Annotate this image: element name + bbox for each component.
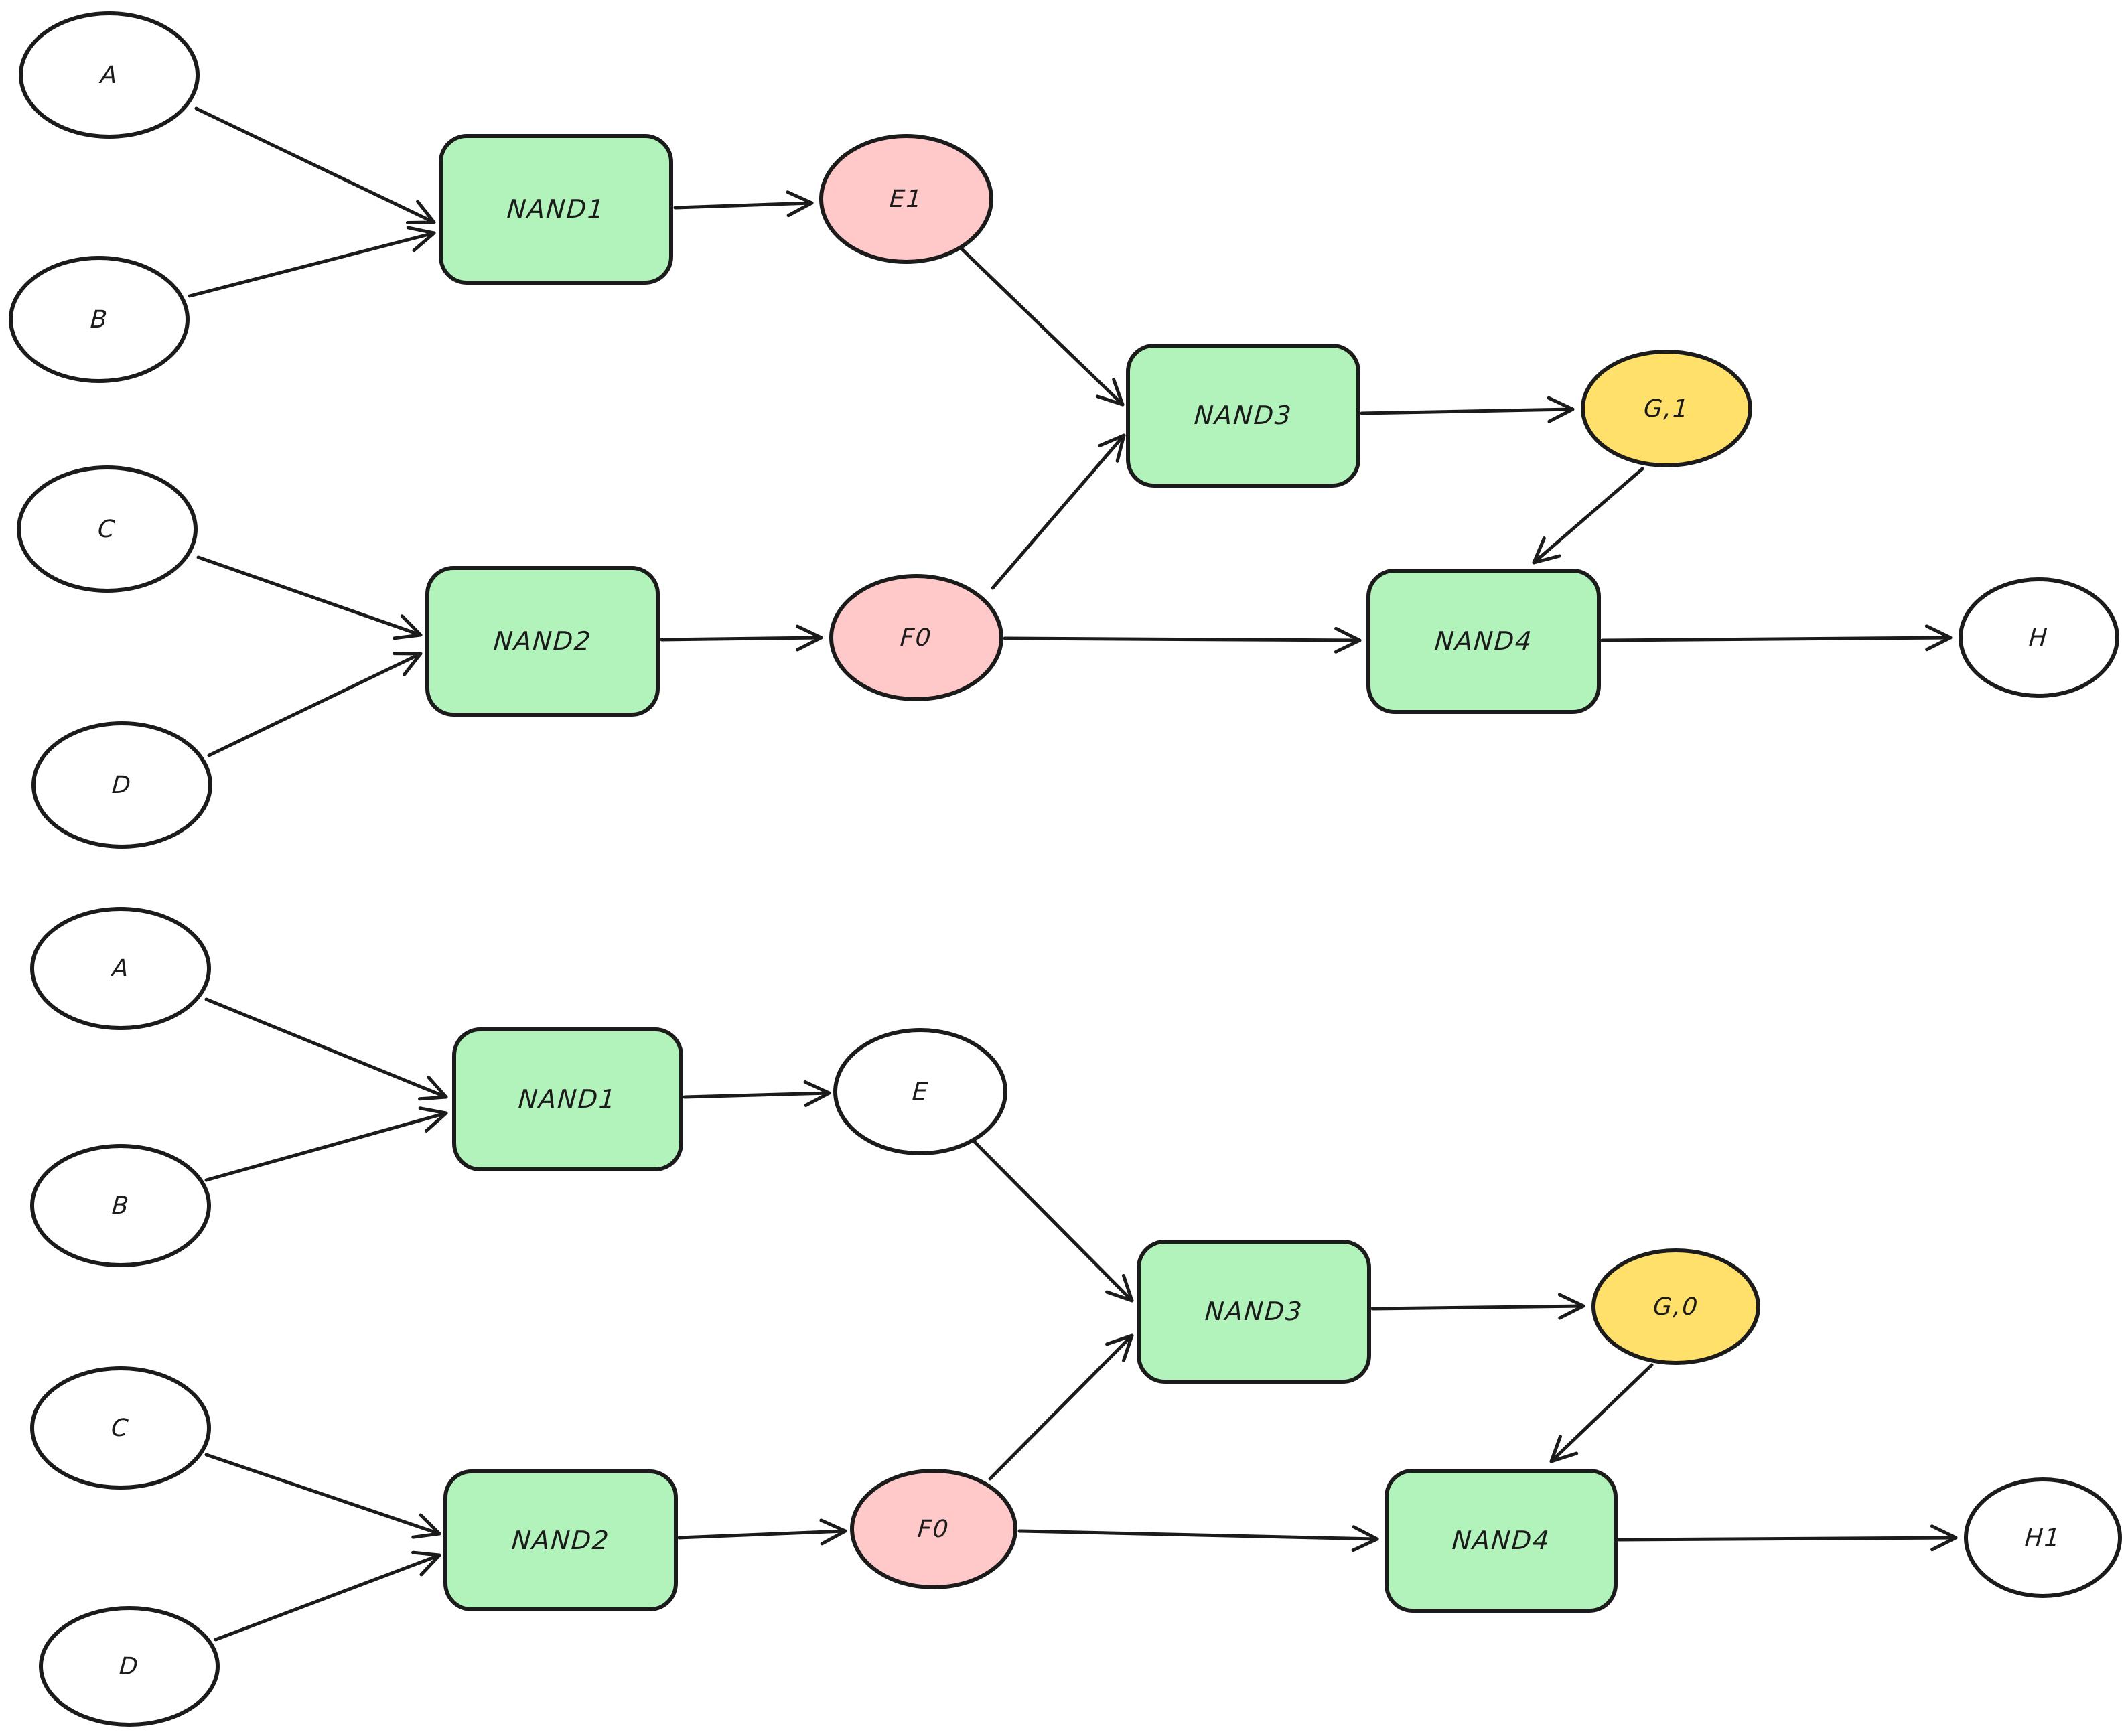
node-t-nand4: NAND4: [1366, 568, 1601, 714]
node-t-b: B: [9, 256, 190, 383]
edge-bottom-b-to-nand1: [204, 1106, 448, 1182]
edge-bottom-f0-to-nand4: [1017, 1525, 1379, 1552]
node-t-nand2: NAND2: [425, 565, 660, 717]
node-t-d: D: [31, 721, 212, 849]
node-t-f0: F0: [829, 574, 1003, 701]
node-label: NAND3: [1193, 401, 1293, 430]
node-label: NAND4: [1451, 1526, 1551, 1555]
node-label: C: [110, 1414, 131, 1442]
edge-bottom-nand4-to-h1: [1617, 1524, 1958, 1552]
edge-bottom-d-to-nand2: [214, 1550, 441, 1642]
edge-top-g1-to-nand4: [1532, 467, 1644, 565]
node-t-e1: E1: [819, 134, 993, 264]
node-label: F0: [899, 624, 934, 652]
node-label: F0: [916, 1515, 951, 1543]
node-t-nand3: NAND3: [1126, 343, 1360, 488]
node-label: NAND1: [506, 194, 606, 224]
node-t-a: A: [19, 11, 200, 139]
node-b-nand2: NAND2: [443, 1469, 678, 1611]
edge-bottom-g0-to-nand4: [1549, 1363, 1654, 1463]
edge-bottom-a-to-nand1: [204, 997, 448, 1101]
node-label: H1: [2024, 1524, 2062, 1552]
node-t-g1: G,1: [1581, 350, 1752, 467]
node-label: A: [111, 954, 131, 983]
edge-top-nand1-to-e1: [673, 190, 814, 218]
node-label: H: [2028, 624, 2050, 652]
node-b-nand4: NAND4: [1385, 1468, 1618, 1613]
node-b-g0: G,0: [1591, 1248, 1760, 1365]
node-label: A: [99, 61, 119, 89]
edge-top-f0-to-nand4: [1003, 626, 1362, 654]
node-b-f0: F0: [850, 1469, 1017, 1589]
node-label: G,1: [1642, 394, 1691, 423]
edge-top-b-to-nand1: [188, 226, 436, 298]
node-b-h1: H1: [1964, 1477, 2122, 1598]
node-label: D: [111, 771, 133, 799]
edge-top-c-to-nand2: [196, 555, 423, 640]
node-label: E1: [888, 185, 924, 213]
node-b-b: B: [30, 1144, 211, 1267]
edge-bottom-nand2-to-f0: [677, 1518, 847, 1546]
node-b-nand3: NAND3: [1137, 1239, 1371, 1384]
edge-top-nand3-to-g1: [1360, 396, 1575, 423]
node-t-nand1: NAND1: [439, 133, 673, 285]
node-b-nand1: NAND1: [451, 1027, 683, 1171]
edge-bottom-e-to-nand3: [971, 1138, 1134, 1303]
node-label: NAND3: [1204, 1297, 1304, 1326]
node-label: NAND4: [1433, 626, 1534, 656]
edge-top-f0-to-nand3: [991, 433, 1126, 590]
edge-top-d-to-nand2: [207, 652, 423, 757]
node-label: G,0: [1652, 1293, 1700, 1321]
edge-top-nand4-to-h: [1600, 624, 1953, 652]
edge-top-a-to-nand1: [194, 106, 436, 224]
node-label: E: [911, 1078, 930, 1106]
node-label: NAND2: [492, 626, 593, 656]
edge-bottom-nand1-to-e: [683, 1080, 831, 1107]
edge-bottom-f0-to-nand3: [988, 1333, 1134, 1481]
edge-bottom-nand3-to-g0: [1370, 1293, 1585, 1320]
node-label: C: [96, 515, 117, 543]
node-t-h: H: [1959, 577, 2119, 698]
node-label: NAND2: [510, 1526, 611, 1555]
edge-bottom-c-to-nand2: [204, 1453, 441, 1539]
node-b-d: D: [39, 1606, 220, 1727]
node-b-c: C: [30, 1366, 211, 1490]
node-t-c: C: [17, 465, 198, 593]
node-label: B: [89, 305, 109, 334]
node-label: B: [111, 1191, 131, 1220]
node-b-a: A: [30, 907, 211, 1030]
node-label: D: [118, 1652, 141, 1680]
node-b-e: E: [833, 1028, 1007, 1155]
node-label: NAND1: [517, 1084, 618, 1114]
edge-top-e1-to-nand3: [960, 247, 1125, 407]
edge-top-nand2-to-f0: [660, 624, 823, 652]
